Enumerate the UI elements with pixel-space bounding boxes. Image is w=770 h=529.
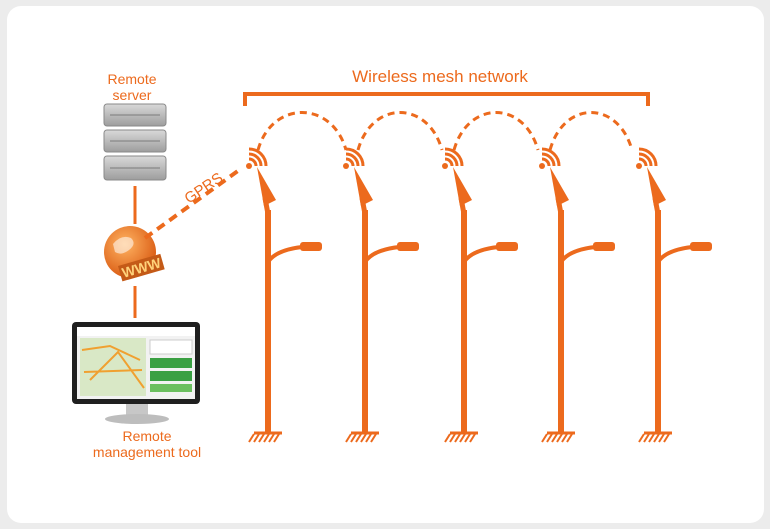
mesh-bracket — [243, 92, 650, 106]
mesh-links — [256, 111, 634, 151]
remote-management-line2: management tool — [92, 444, 202, 460]
ground-symbol — [248, 431, 282, 443]
ground-symbol — [444, 431, 478, 443]
pole-1 — [246, 147, 322, 443]
lamp-arm — [363, 245, 400, 264]
lamp-arm — [266, 245, 303, 264]
ground-symbol — [345, 431, 379, 443]
remote-management-line1: Remote — [122, 428, 172, 444]
ground-symbol — [638, 431, 672, 443]
antenna-head — [550, 167, 569, 206]
antenna-head — [257, 167, 276, 206]
remote-management-label: Remote management tool — [88, 428, 206, 460]
pole-2 — [343, 147, 419, 443]
wifi-signal-icon — [246, 147, 268, 169]
wifi-signal-icon — [636, 147, 658, 169]
remote-server-label: Remote server — [92, 71, 172, 103]
mesh-link-2-3 — [356, 111, 444, 151]
wifi-signal-icon — [539, 147, 561, 169]
streetlight-poles — [246, 147, 712, 443]
pole-3 — [442, 147, 518, 443]
ground-symbol — [541, 431, 575, 443]
remote-server-line1: Remote — [107, 71, 157, 87]
lamp-arm — [559, 245, 596, 264]
antenna-head — [354, 167, 373, 206]
monitor-icon — [72, 322, 200, 424]
antenna-head — [453, 167, 472, 206]
wifi-signal-icon — [442, 147, 464, 169]
lamp-arm — [462, 245, 499, 264]
remote-server-line2: server — [112, 87, 152, 103]
mesh-link-3-4 — [452, 111, 540, 151]
wireless-mesh-label: Wireless mesh network — [352, 67, 528, 86]
pole-4 — [539, 147, 615, 443]
antenna-head — [647, 167, 666, 206]
lamp-arm — [656, 245, 693, 264]
lamp-head — [593, 242, 615, 251]
lamp-head — [397, 242, 419, 251]
server-icon — [103, 103, 167, 181]
globe-icon: WWW — [104, 226, 165, 282]
lamp-head — [690, 242, 712, 251]
lamp-head — [300, 242, 322, 251]
mesh-link-1-2 — [256, 111, 348, 151]
mesh-link-4-5 — [548, 111, 634, 151]
gprs-link — [143, 166, 244, 240]
wifi-signal-icon — [343, 147, 365, 169]
lamp-head — [496, 242, 518, 251]
pole-5 — [636, 147, 712, 443]
